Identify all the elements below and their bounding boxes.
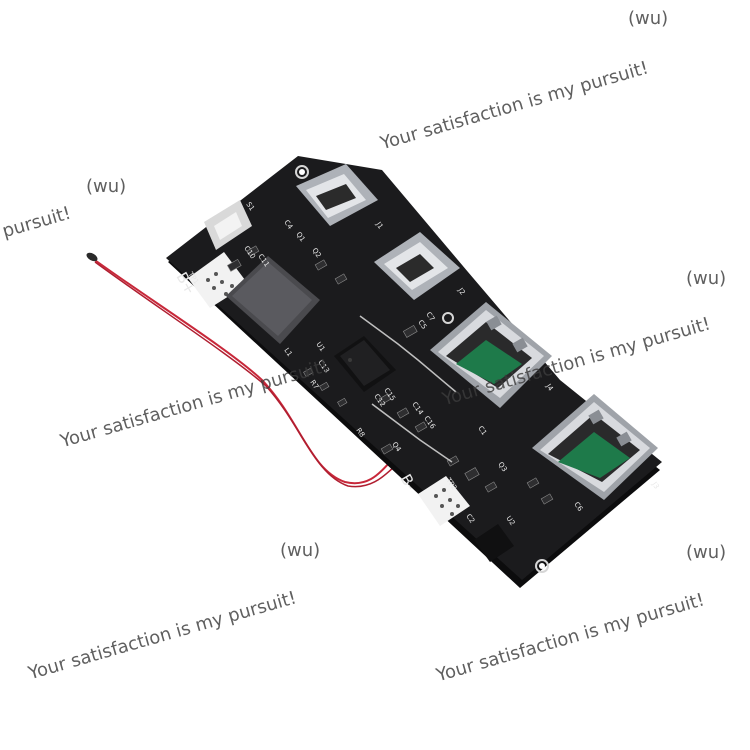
label-c7: C7	[424, 311, 436, 323]
label-r8: R8	[354, 427, 366, 439]
pcb-board: B+ B- TP1 TP2 J1 J2 J3 J4 U1 U2 L1 Q1 Q2…	[166, 156, 662, 588]
pcb-top	[166, 156, 662, 580]
usb-a-port-2	[532, 394, 658, 500]
watermark-tag: (wu)	[686, 542, 727, 563]
label-j2: J2	[456, 286, 467, 297]
watermark-tag: (wu)	[280, 540, 321, 561]
silk-traces	[359, 315, 457, 463]
label-j4: J4	[544, 382, 555, 393]
label-c1: C1	[476, 425, 488, 437]
usb-c-port-2	[374, 232, 460, 300]
ic-u2	[474, 524, 514, 562]
label-l1: L1	[282, 347, 293, 358]
label-j3: J3	[650, 480, 661, 491]
b-minus-pad	[418, 476, 470, 526]
thermistor-wire	[86, 252, 396, 488]
mount-hole	[295, 165, 309, 179]
label-c2: C2	[464, 513, 476, 525]
label-c5: C5	[416, 319, 428, 331]
power-inductor	[226, 256, 320, 344]
label-j1: J1	[374, 220, 385, 231]
usb-c-port-1	[296, 164, 378, 226]
usb-a-port-1	[430, 302, 552, 408]
label-b-minus: B-	[397, 471, 420, 494]
mount-hole	[535, 559, 549, 573]
main-ic-u1	[334, 336, 396, 392]
label-r7: R7	[308, 379, 320, 391]
label-s1: S1	[244, 201, 256, 213]
watermark-tag: (wu)	[86, 176, 127, 197]
smd-components	[226, 245, 554, 505]
watermark-tag: (wu)	[628, 8, 669, 29]
thermistor-bead	[86, 252, 98, 262]
push-button-switch	[204, 200, 252, 250]
watermark-tag: (wu)	[686, 268, 727, 289]
